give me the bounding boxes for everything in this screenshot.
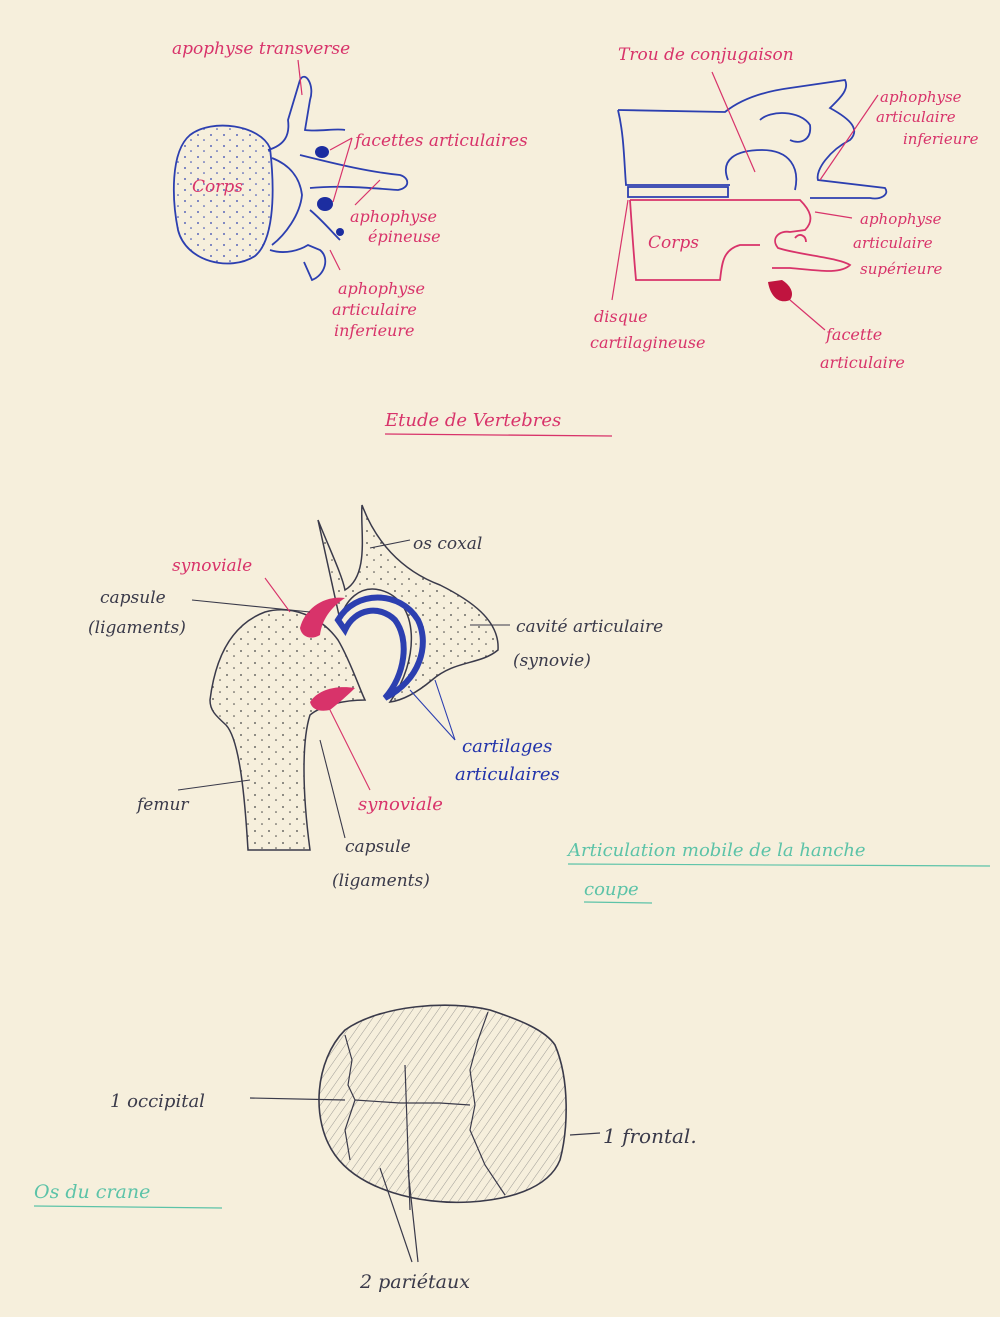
vertebra-side-pink — [629, 199, 852, 281]
label-cavite-2: (synovie) — [513, 651, 591, 671]
label-disque-2: cartilagineuse — [590, 333, 705, 352]
vertebra-side-blue — [617, 79, 888, 200]
title-coupe: coupe — [584, 879, 639, 900]
section-title-hanche: Articulation mobile de la hanche coupe — [566, 840, 991, 904]
label-facettes-articulaires: facettes articulaires — [353, 131, 528, 151]
facette-articulaire-side — [768, 280, 793, 302]
label-apophyse-transverse: apophyse transverse — [172, 39, 350, 59]
title-os-du-crane: Os du crane — [34, 1181, 150, 1203]
label-apophyse-art-inf-3: inferieure — [334, 321, 414, 340]
label-synoviale-bottom: synoviale — [358, 794, 443, 815]
label-capsule-bottom-1: capsule — [345, 837, 411, 857]
hip-joint-diagram: os coxal synoviale capsule (ligaments) c… — [88, 504, 663, 891]
label-cartilages-2: articulaires — [455, 764, 560, 785]
facette-articulaire-lower — [317, 197, 333, 211]
label-synoviale-top: synoviale — [172, 556, 252, 576]
femur-shape — [209, 609, 367, 851]
section-title-crane: Os du crane — [33, 1181, 223, 1209]
vertebra-side-view: Trou de conjugaison aphophyse articulair… — [590, 45, 979, 372]
label-facette-1: facette — [825, 325, 882, 344]
label-cartilages-1: cartilages — [462, 736, 552, 757]
label-apophyse-art-inf-side-1: aphophyse — [880, 88, 962, 106]
label-capsule-bottom-2: (ligaments) — [332, 871, 430, 891]
label-facette-2: articulaire — [820, 353, 905, 372]
synoviale-bottom-red — [310, 687, 355, 711]
title-articulation-hanche: Articulation mobile de la hanche — [566, 840, 866, 861]
label-apophyse-art-inf-2: articulaire — [332, 300, 417, 319]
cartilage-blue — [334, 594, 426, 701]
hip-bones — [209, 504, 499, 851]
label-os-coxal: os coxal — [413, 534, 482, 554]
label-corps-top: Corps — [192, 177, 243, 197]
section-title-vertebres: Etude de Vertebres — [384, 410, 613, 437]
vertebra-top-view: apophyse transverse facettes articulaire… — [172, 39, 528, 340]
label-parietaux: 2 pariétaux — [359, 1271, 470, 1293]
label-frontal: 1 frontal. — [603, 1124, 697, 1148]
title-etude-vertebres: Etude de Vertebres — [384, 410, 561, 431]
facette-articulaire-upper — [315, 146, 329, 158]
synoviale-top-red — [300, 597, 345, 638]
label-corps-side: Corps — [648, 233, 699, 253]
label-occipital: 1 occipital — [110, 1091, 205, 1112]
label-apophyse-art-inf-side-2: articulaire — [876, 108, 956, 126]
os-coxal-shape — [317, 504, 499, 703]
label-cavite-1: cavité articulaire — [516, 617, 663, 637]
label-apophyse-art-sup-2: articulaire — [853, 234, 933, 252]
label-femur: femur — [135, 795, 189, 815]
label-disque-1: disque — [594, 307, 648, 326]
label-capsule-top-2: (ligaments) — [88, 618, 186, 638]
label-apophyse-art-inf-1: aphophyse — [338, 279, 425, 298]
label-apophyse-epineuse-2: épineuse — [368, 227, 441, 246]
label-apophyse-art-sup-1: aphophyse — [860, 210, 942, 228]
skull-diagram: 1 occipital 1 frontal. 2 pariétaux — [110, 1004, 697, 1293]
label-apophyse-art-inf-side-3: inferieure — [903, 130, 979, 148]
label-capsule-top-1: capsule — [100, 588, 166, 608]
label-apophyse-epineuse-1: aphophyse — [350, 207, 437, 226]
label-apophyse-art-sup-3: supérieure — [860, 260, 943, 278]
vertebra-top-drawing — [173, 75, 409, 282]
label-trou-conjugaison: Trou de conjugaison — [618, 45, 794, 65]
